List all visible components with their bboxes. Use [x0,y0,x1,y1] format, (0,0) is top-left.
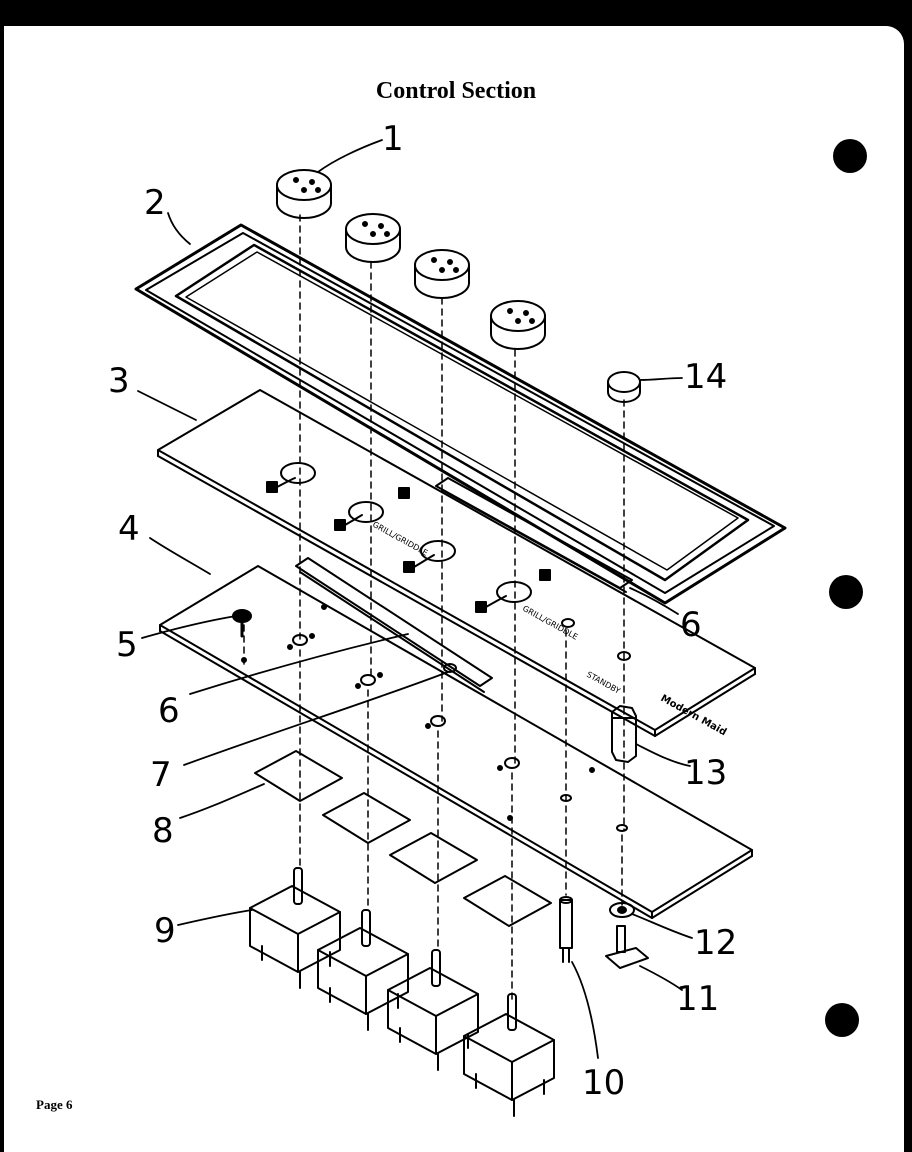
brand-label: Modern Maid [659,693,729,738]
nut [611,705,637,763]
callout-6-upper: 6 [680,605,702,645]
knob-4 [490,300,546,350]
page-sheet [4,26,904,1152]
indicator-lamp [559,896,573,963]
callout-labels: 1 2 3 4 5 6 6 7 8 9 10 11 12 13 14 [108,119,737,1103]
page-number: Page 6 [36,1097,73,1112]
control-panel [157,389,756,737]
binder-hole-top [833,139,867,173]
standby-label: STANDBY [585,670,622,696]
callout-3: 3 [108,361,130,401]
switch-3 [387,949,479,1071]
binder-hole-bottom [825,1003,859,1037]
push-button [607,371,641,403]
callout-11: 11 [676,979,719,1019]
grill-griddle-label-1: GRILL/GRIDDLE [371,520,429,558]
screw [232,609,252,638]
binder-hole-middle [829,575,863,609]
callout-13: 13 [684,753,727,793]
callout-7: 7 [150,755,172,795]
callout-2: 2 [144,183,166,223]
terminal [605,925,649,969]
grommet [609,902,635,918]
switch-4 [463,993,555,1117]
callout-12: 12 [694,923,737,963]
lower-bracket [295,557,493,693]
switch-1 [249,867,341,989]
grill-griddle-label-2: GRILL/GRIDDLE [521,604,579,642]
knob-2 [345,213,401,263]
upper-bracket [435,477,633,593]
callout-8: 8 [152,811,174,851]
alignment-lines [243,214,625,1001]
callout-1: 1 [382,119,404,159]
insulator-pads [254,750,552,927]
switch-2 [317,909,409,1031]
knob-1 [276,169,332,219]
callout-5: 5 [116,625,138,665]
callout-9: 9 [154,911,176,951]
knob-3 [414,249,470,299]
callout-10: 10 [582,1063,625,1103]
trim-frame [134,223,787,605]
leader-lines [137,139,693,1059]
callout-4: 4 [118,509,140,549]
page-title: Control Section [375,78,537,104]
spacer [443,663,457,673]
callout-6-lower: 6 [158,691,180,731]
callout-14: 14 [684,357,727,397]
infinite-switches [249,867,555,1117]
